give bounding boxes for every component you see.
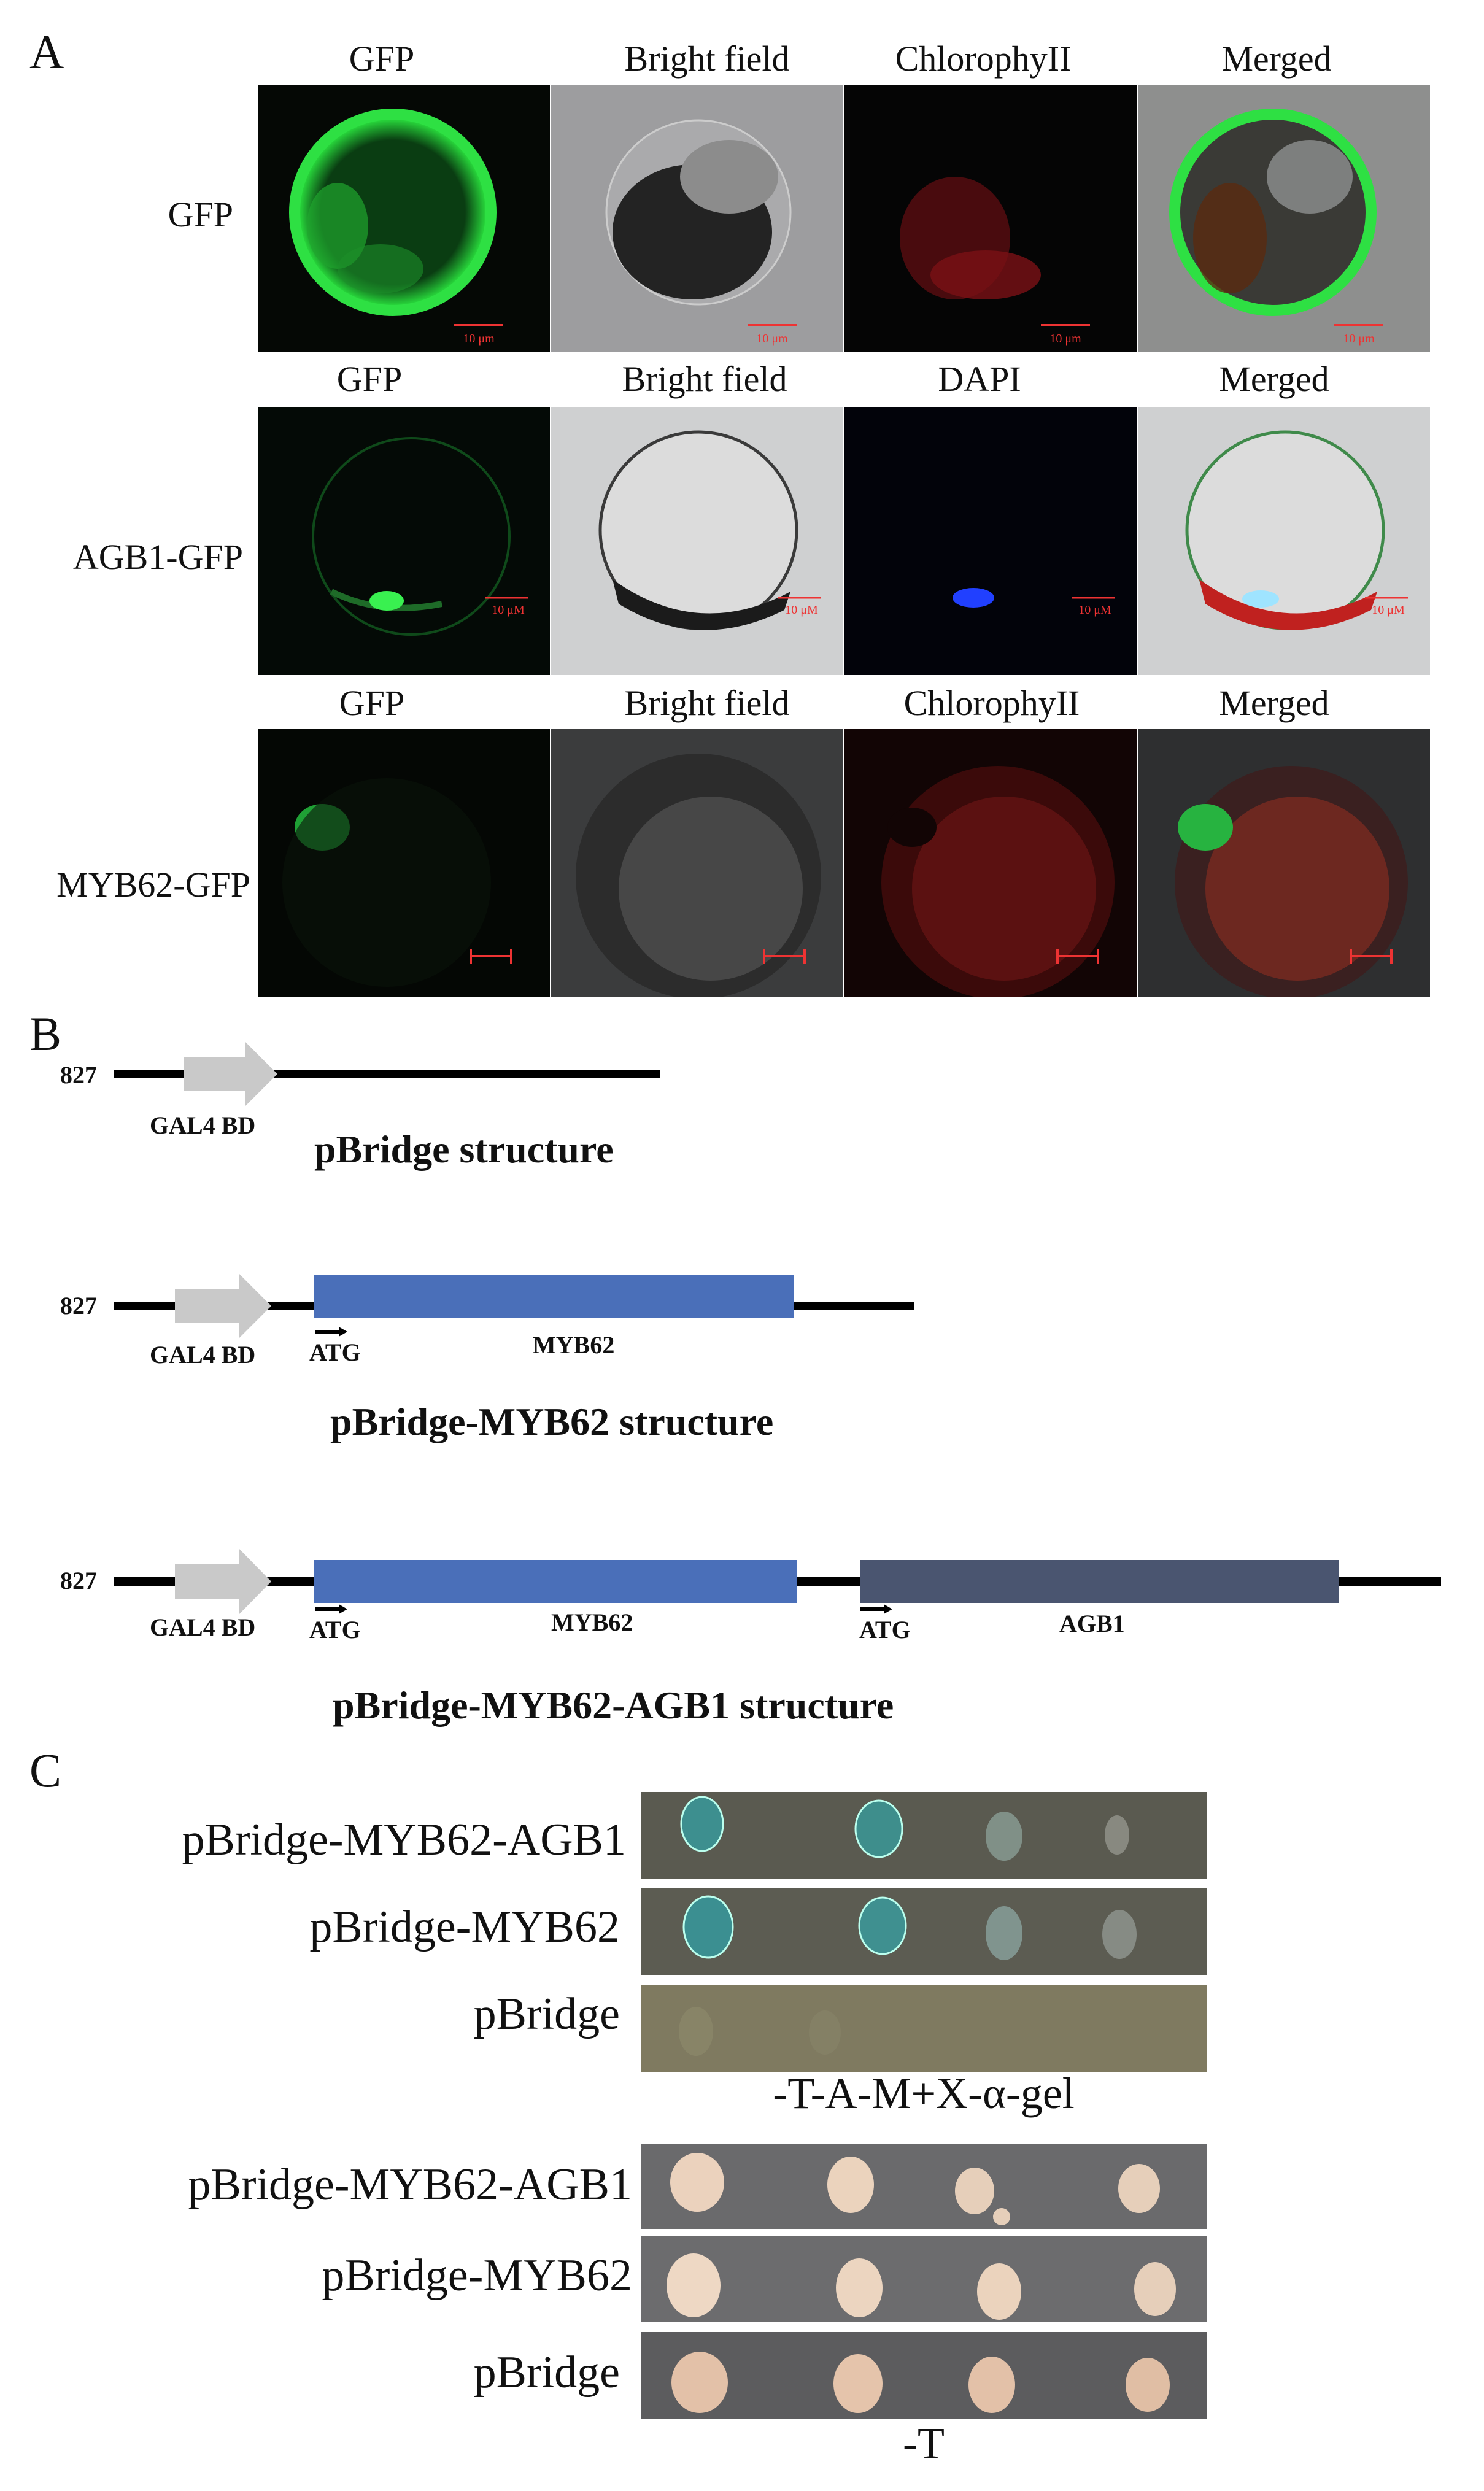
micrograph-agb1-gfp: 10 μM xyxy=(258,407,550,675)
start-position-label: 827 xyxy=(60,1292,97,1319)
construct-pbridge-myb62 xyxy=(114,1274,914,1338)
myb62-label: MYB62 xyxy=(533,1331,615,1359)
plate-t xyxy=(641,2144,1207,2419)
micrograph-myb62-chlorophyll xyxy=(844,729,1137,997)
micrograph-agb1-dapi: 10 μM xyxy=(844,407,1137,675)
myb62-box-3 xyxy=(314,1560,797,1603)
micrograph-agb1-bright-field: 10 μM xyxy=(551,407,843,675)
scale-label: 10 μm xyxy=(463,332,495,346)
construct-pbridge-myb62-agb1 xyxy=(114,1549,1441,1614)
atg-label: ATG xyxy=(859,1616,911,1643)
col-label-merged: Merged xyxy=(1219,683,1329,723)
micrograph-myb62-bright-field xyxy=(551,729,843,997)
plate-x-gal xyxy=(641,1792,1207,2072)
atg-label: ATG xyxy=(309,1616,361,1643)
start-position-label: 827 xyxy=(60,1061,97,1089)
start-position-label: 827 xyxy=(60,1567,97,1594)
construct-title: pBridge-MYB62-AGB1 structure xyxy=(333,1683,894,1727)
col-label-merged: Merged xyxy=(1221,39,1332,79)
scale-label: 10 μM xyxy=(492,603,525,617)
atg-label: ATG xyxy=(309,1338,361,1366)
gal4-bd-label: GAL4 BD xyxy=(150,1341,256,1369)
condition-label: -T xyxy=(903,2419,945,2468)
construct-pbridge xyxy=(114,1042,660,1106)
scale-label: 10 μm xyxy=(756,332,788,346)
col-label-bright-field: Bright field xyxy=(624,683,790,723)
col-label-gfp: GFP xyxy=(339,683,405,723)
col-label-gfp: GFP xyxy=(349,39,415,79)
col-label-bright-field: Bright field xyxy=(622,359,787,399)
bd-arrow-2 xyxy=(175,1274,271,1338)
cell-image: 10 μm xyxy=(258,85,550,352)
gal4-bd-label: GAL4 BD xyxy=(150,1111,256,1139)
agb1-box-3 xyxy=(860,1560,1339,1603)
scale-label: 10 μM xyxy=(1372,603,1405,617)
micrograph-gfp-gfp: 10 μm xyxy=(258,85,550,352)
col-label-merged: Merged xyxy=(1219,359,1329,399)
myb62-label: MYB62 xyxy=(551,1609,633,1636)
myb62-box-2 xyxy=(314,1275,794,1318)
strain-label: pBridge-MYB62-AGB1 xyxy=(182,1815,626,1865)
row-label-gfp: GFP xyxy=(168,195,233,234)
strain-label: pBridge xyxy=(473,1989,620,2039)
row-label-myb62-gfp: MYB62-GFP xyxy=(56,865,250,905)
gal4-bd-label: GAL4 BD xyxy=(150,1613,256,1641)
col-label-bright-field: Bright field xyxy=(624,39,790,79)
micrograph-gfp-chlorophyll: 10 μm xyxy=(844,85,1137,352)
micrograph-gfp-bright-field: 10 μm xyxy=(551,85,843,352)
construct-title: pBridge-MYB62 structure xyxy=(330,1400,774,1443)
strain-label: pBridge-MYB62 xyxy=(309,1902,620,1952)
panel-c-letter: C xyxy=(29,1744,62,1797)
col-label-dapi: DAPI xyxy=(938,359,1021,399)
col-label-chlorophyll: ChlorophyII xyxy=(903,683,1080,723)
bd-arrow-1 xyxy=(184,1042,277,1106)
condition-label: -T-A-M+X-α-gel xyxy=(773,2069,1075,2118)
scale-label: 10 μm xyxy=(1343,332,1375,346)
bd-arrow-3 xyxy=(175,1549,271,1614)
micrograph-myb62-gfp xyxy=(258,729,550,997)
row-label-agb1-gfp: AGB1-GFP xyxy=(72,537,243,577)
micrograph-myb62-merged xyxy=(1138,729,1430,997)
strain-label: pBridge-MYB62 xyxy=(322,2250,632,2301)
strain-label: pBridge-MYB62-AGB1 xyxy=(188,2160,632,2210)
panel-b-letter: B xyxy=(29,1007,62,1060)
scale-label: 10 μm xyxy=(1049,332,1081,346)
col-label-gfp: GFP xyxy=(336,359,403,399)
micrograph-gfp-merged: 10 μm xyxy=(1138,85,1430,352)
construct-title: pBridge structure xyxy=(314,1127,614,1171)
strain-label: pBridge xyxy=(473,2347,620,2398)
micrograph-agb1-merged: 10 μM xyxy=(1138,407,1430,675)
scale-label: 10 μM xyxy=(785,603,818,617)
col-label-chlorophyll: ChlorophyII xyxy=(895,39,1072,79)
scale-label: 10 μM xyxy=(1078,603,1111,617)
panel-a-letter: A xyxy=(29,25,64,79)
agb1-label: AGB1 xyxy=(1059,1610,1125,1637)
construct-diagrams xyxy=(114,1042,1441,1614)
